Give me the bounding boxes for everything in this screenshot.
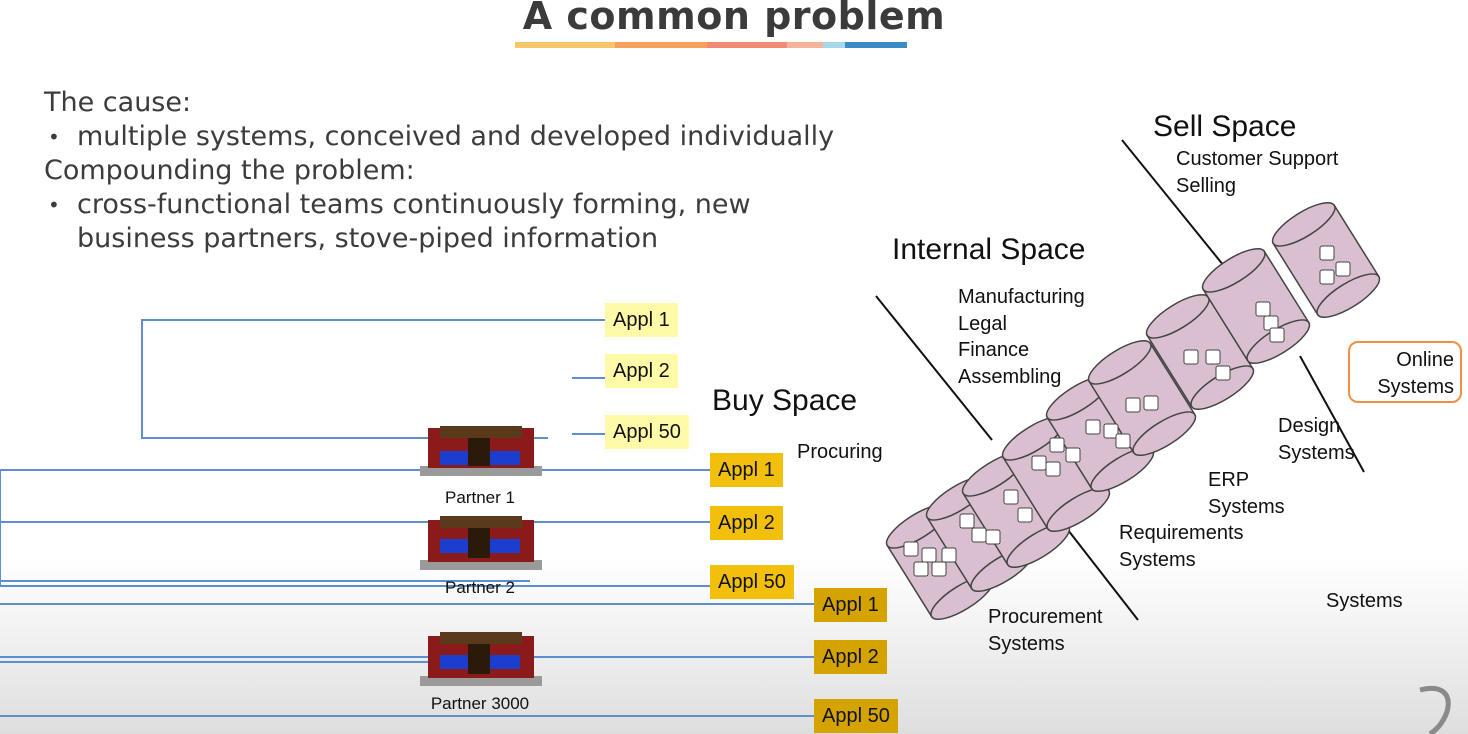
slide-title: A common problem — [522, 0, 946, 38]
cause-bullet-2-line-2: business partners, stove-piped informati… — [77, 223, 659, 254]
appl-bottom-2: Appl 2 — [814, 640, 887, 674]
internal-space-title: Internal Space — [892, 233, 1086, 266]
procurement-systems-label: Procurement Systems — [988, 604, 1103, 657]
internal-item: Manufacturing — [958, 286, 1085, 308]
building-icon — [420, 632, 542, 686]
design-systems-label: Design Systems — [1278, 413, 1355, 466]
cause-text: The cause: multiple systems, conceived a… — [44, 86, 834, 256]
title-bar-seg — [515, 42, 615, 48]
requirements-systems-line: Systems — [1119, 548, 1196, 571]
appl-bottom-50: Appl 50 — [814, 699, 898, 733]
building-icon — [420, 426, 542, 476]
title-bar-seg — [615, 42, 707, 48]
small-db-icons — [903, 245, 1351, 577]
online-systems-line: Online — [1396, 349, 1454, 371]
design-systems-line: Design — [1278, 415, 1341, 437]
online-systems-box: Online Systems — [1348, 341, 1462, 403]
procurement-systems-line: Systems — [988, 632, 1065, 655]
erp-systems-label: ERP Systems — [1208, 467, 1285, 520]
divider-line — [1121, 139, 1225, 267]
cause-heading: The cause: — [44, 87, 192, 118]
divider-line — [1067, 529, 1139, 621]
systems-label: Systems — [1326, 590, 1403, 612]
requirements-systems-label: Requirements Systems — [1119, 520, 1244, 573]
buy-space-title: Buy Space — [712, 384, 858, 417]
cause-bullet-2-line-1: cross-functional teams continuously form… — [44, 188, 834, 222]
logo-swoosh — [1419, 685, 1451, 734]
database-cylinder — [1087, 340, 1197, 456]
appl-mid-1: Appl 1 — [710, 453, 783, 487]
erp-systems-line: ERP — [1208, 469, 1250, 491]
title-bar-seg — [823, 42, 845, 48]
internal-item: Legal — [958, 312, 1007, 335]
appl-top-50: Appl 50 — [605, 415, 689, 449]
internal-item: Finance — [958, 339, 1030, 361]
requirements-systems-line: Requirements — [1119, 522, 1244, 544]
erp-systems-line: Systems — [1208, 495, 1285, 518]
sell-item: Selling — [1176, 174, 1237, 197]
connector-line — [141, 319, 605, 439]
title-bar-seg — [787, 42, 823, 48]
title-bar-seg — [845, 42, 907, 48]
internal-item: Assembling — [958, 365, 1062, 388]
compounding-heading: Compounding the problem: — [44, 155, 415, 186]
divider-line — [875, 295, 993, 441]
appl-top-1: Appl 1 — [605, 303, 678, 337]
cause-bullet-1: multiple systems, conceived and develope… — [44, 120, 834, 154]
partner-label: Partner 3000 — [430, 694, 530, 713]
sell-space-title: Sell Space — [1153, 110, 1297, 143]
partner-label: Partner 2 — [445, 578, 515, 597]
partner-label: Partner 1 — [445, 488, 515, 507]
online-systems-line: Systems — [1377, 376, 1454, 398]
divider-line — [1299, 355, 1365, 473]
appl-bottom-1: Appl 1 — [814, 588, 887, 622]
internal-space-items: Manufacturing Legal Finance Assembling — [958, 284, 1085, 390]
appl-mid-50: Appl 50 — [710, 565, 794, 599]
design-systems-line: Systems — [1278, 441, 1355, 464]
appl-mid-2: Appl 2 — [710, 506, 783, 540]
connector-line — [0, 469, 710, 587]
sell-item: Customer Support — [1176, 148, 1339, 170]
appl-top-2: Appl 2 — [605, 354, 678, 388]
sell-space-items: Customer Support Selling — [1176, 146, 1338, 199]
title-bar-seg — [707, 42, 787, 48]
title-underline — [515, 42, 907, 48]
buy-space-item: Procuring — [797, 441, 883, 463]
procurement-systems-line: Procurement — [988, 606, 1103, 628]
building-icon — [420, 516, 542, 570]
